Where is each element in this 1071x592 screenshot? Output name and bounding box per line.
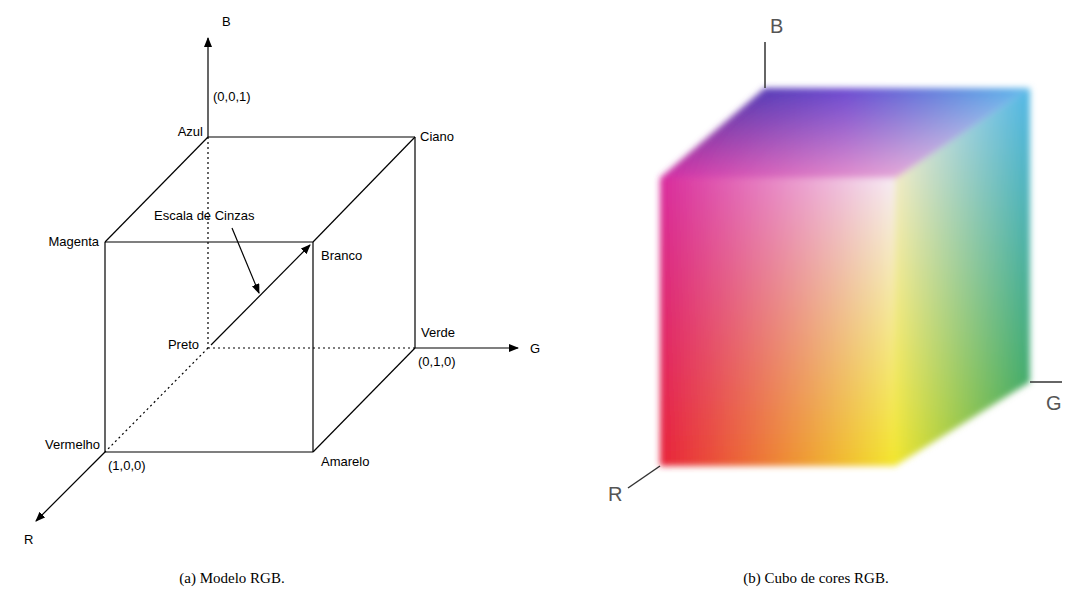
- axis-label: B: [770, 15, 783, 37]
- color-label: Ciano: [420, 129, 454, 145]
- coordinate-label: (0,0,1): [213, 89, 251, 105]
- axis-label: R: [24, 532, 33, 548]
- color-label: Preto: [168, 337, 199, 353]
- callout-label: Escala de Cinzas: [154, 208, 254, 224]
- color-label: Magenta: [48, 234, 99, 250]
- color-label: Verde: [421, 325, 455, 341]
- color-label: Vermelho: [45, 437, 100, 453]
- axis-label: G: [1046, 392, 1062, 414]
- caption: (b) Cubo de cores RGB.: [743, 569, 888, 587]
- coordinate-label: (1,0,0): [108, 458, 146, 474]
- color-label: Azul: [178, 124, 203, 140]
- axis-label: G: [530, 341, 540, 357]
- axis-label: B: [222, 14, 231, 30]
- coordinate-label: (0,1,0): [418, 354, 456, 370]
- color-label: Branco: [321, 248, 362, 264]
- caption: (a) Modelo RGB.: [179, 569, 284, 587]
- color-label: Amarelo: [321, 454, 369, 470]
- axis-label: R: [608, 483, 622, 505]
